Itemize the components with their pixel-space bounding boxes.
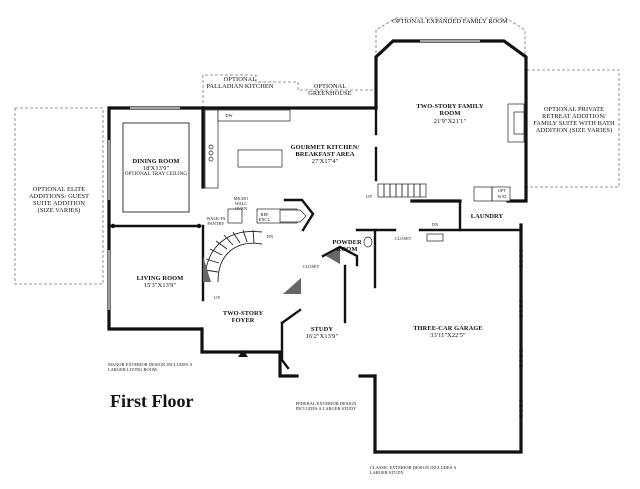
front-entry-arrow — [238, 350, 248, 357]
label-study: STUDY — [310, 326, 334, 333]
mark-dishwasher: DW — [225, 113, 233, 118]
label-optional-palladian-kitchen: OPTIONAL PALLADIAN KITCHEN — [206, 76, 274, 90]
floor-title: First Floor — [110, 391, 194, 411]
interior-walls — [107, 106, 523, 370]
optional-elite-additions-area — [14, 107, 104, 285]
powder-room-fixtures — [283, 233, 444, 294]
label-kitchen: GOURMET KITCHEN/ BREAKFAST AREA — [290, 144, 360, 158]
note-tray-ceiling: OPTIONAL TRAY CEILING — [124, 172, 188, 177]
label-elite-additions: OPTIONAL ELITE ADDITIONS/ GUEST SUITE AD… — [28, 186, 90, 214]
label-foyer: TWO-STORY FOYER — [222, 310, 264, 324]
optional-expanded-family-room-outline — [375, 17, 526, 58]
size-family-room: 21'9"X21'1" — [433, 118, 467, 125]
label-dining-room: DINING ROOM — [132, 158, 180, 165]
column-mark — [110, 223, 116, 229]
kitchen-fixtures — [204, 109, 307, 224]
tray-ceiling-outline — [122, 122, 190, 213]
note-manor-exterior: MANOR EXTERIOR DESIGN INCLUDES A LARGER … — [108, 362, 193, 372]
mark-up-stairs: UP — [214, 295, 220, 300]
note-federal-exterior: FEDERAL EXTERIOR DESIGN INCLUDES A LARGE… — [295, 401, 357, 411]
column-mark — [196, 223, 202, 229]
note-classic-exterior: CLASSIC EXTERIOR DESIGN INCLUDES A LARGE… — [370, 465, 457, 475]
label-garage: THREE-CAR GARAGE — [413, 325, 483, 332]
mark-dn-kitchen: DN — [266, 234, 274, 239]
label-laundry: LAUNDRY — [470, 213, 504, 220]
size-kitchen: 27'X17'4" — [311, 158, 339, 165]
size-living-room: 15'3"X13'9" — [143, 282, 177, 289]
window-marks — [108, 40, 480, 353]
mark-closet-foyer: CLOSET — [302, 264, 320, 269]
mark-closet-garage: CLOSET — [394, 236, 412, 241]
label-family-room: TWO-STORY FAMILY ROOM — [416, 103, 484, 117]
size-garage: 33'11"X22'5" — [430, 332, 466, 339]
size-study: 16'2"X13'9" — [305, 333, 339, 340]
mark-wd: W/D — [497, 194, 507, 199]
optional-palladian-kitchen-outline — [202, 74, 376, 103]
mark-up-family-stairs: UP — [366, 194, 372, 199]
curved-staircase — [203, 229, 263, 283]
optional-private-retreat-area — [526, 69, 620, 188]
label-ref-encl: REF. ENCL. — [258, 212, 272, 222]
family-room-fixtures — [377, 103, 525, 202]
mark-dn-laundry: DN — [431, 222, 439, 227]
optional-areas — [14, 17, 620, 285]
label-living-room: LIVING ROOM — [136, 275, 184, 282]
label-optional-expanded-family-room: OPTIONAL EXPANDED FAMILY ROOM — [392, 18, 508, 25]
label-private-retreat: OPTIONAL PRIVATE RETREAT ADDITION/ FAMIL… — [533, 106, 615, 134]
label-powder-room: POWDER ROOM — [332, 239, 362, 253]
label-optional-greenhouse: OPTIONAL GREENHOUSE — [308, 83, 352, 97]
label-micro-wall-oven: MICRO WALL OVEN — [233, 196, 249, 211]
size-dining-room: 18'X13'9" — [142, 165, 170, 172]
mark-opt: OPT — [497, 188, 507, 193]
label-walk-in-pantry: WALK-IN PANTRY — [206, 216, 226, 226]
